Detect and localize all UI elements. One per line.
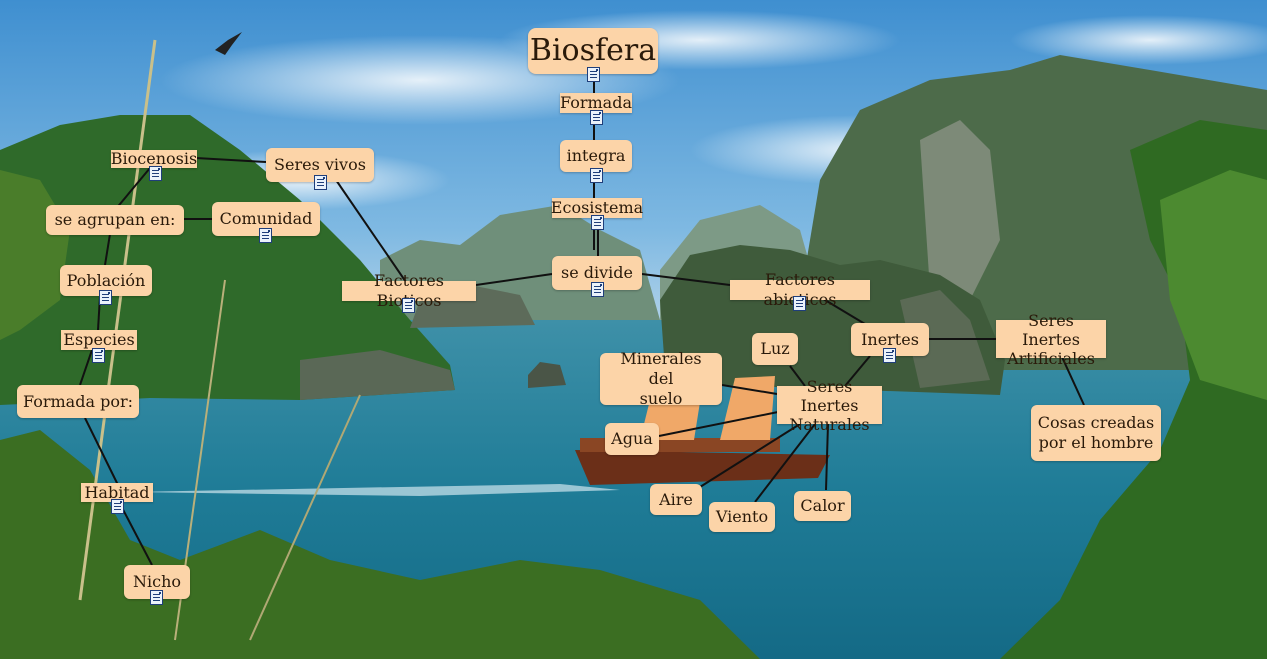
connector-formadapor-habitad — [84, 417, 119, 486]
node-label: Habitad — [84, 482, 150, 502]
connector-naturales-luz — [789, 365, 806, 387]
concept-node-biocenosis[interactable]: Biocenosis — [110, 149, 198, 168]
connector-naturales-viento — [754, 423, 816, 503]
node-label: Agua — [611, 429, 653, 448]
linking-phrase-formada-por[interactable]: Formada por: — [17, 385, 139, 418]
node-label: Formada por: — [23, 391, 133, 411]
connector-biocenosis-agrupan — [114, 167, 151, 211]
document-icon[interactable] — [793, 296, 806, 311]
document-icon[interactable] — [591, 282, 604, 297]
node-label: Biocenosis — [110, 149, 198, 168]
connector-naturales-calor — [825, 423, 829, 491]
concept-node-viento[interactable]: Viento — [709, 502, 775, 532]
node-label: Inertes — [861, 329, 919, 349]
document-icon[interactable] — [149, 166, 162, 181]
document-icon[interactable] — [259, 228, 272, 243]
linking-phrase-formada[interactable]: Formada — [560, 93, 632, 113]
connector-divide-abioticos — [641, 273, 731, 286]
document-icon[interactable] — [587, 67, 600, 82]
concept-node-habitad[interactable]: Habitad — [81, 483, 153, 502]
concept-node-luz[interactable]: Luz — [752, 333, 798, 365]
node-label: Ecosistema — [550, 198, 644, 217]
node-label: Seres vivos — [274, 155, 366, 174]
document-icon[interactable] — [883, 348, 896, 363]
document-icon[interactable] — [314, 175, 327, 190]
node-label: se agrupan en: — [54, 210, 176, 229]
concept-node-minerales-del-suelo[interactable]: Minerales del suelo — [600, 349, 722, 408]
node-label: Formada — [560, 93, 632, 112]
concept-node-aire[interactable]: Aire — [650, 484, 702, 515]
connector-bioticos-seresvivos — [335, 179, 409, 286]
concept-node-cosas-creadas[interactable]: Cosas creadas por el hombre — [1031, 405, 1161, 461]
document-icon[interactable] — [111, 499, 124, 514]
concept-node-calor[interactable]: Calor — [794, 491, 851, 521]
node-label: Seres Inertes Artificiales — [1007, 310, 1095, 368]
concept-node-factores-bioticos[interactable]: Factores Bioticos — [342, 271, 476, 310]
node-label: Aire — [659, 489, 693, 509]
concept-node-seres-inertes-artificiales[interactable]: Seres Inertes Artificiales — [996, 311, 1106, 368]
node-label: Seres Inertes Naturales — [789, 376, 870, 434]
node-label: Factores abioticos — [764, 270, 837, 309]
node-label: Nicho — [132, 572, 181, 591]
concept-node-ecosistema[interactable]: Ecosistema — [550, 198, 644, 218]
concept-node-especies[interactable]: Especies — [61, 330, 137, 350]
node-label: Calor — [800, 496, 845, 515]
document-icon[interactable] — [150, 590, 163, 605]
concept-node-biosfera[interactable]: Biosfera — [528, 28, 658, 74]
node-label: Especies — [63, 330, 135, 349]
document-icon[interactable] — [590, 110, 603, 125]
concept-node-seres-vivos[interactable]: Seres vivos — [266, 148, 374, 182]
concept-node-agua[interactable]: Agua — [605, 423, 659, 455]
node-label: se divide — [561, 263, 633, 282]
document-icon[interactable] — [590, 168, 603, 183]
document-icon[interactable] — [591, 215, 604, 230]
linking-phrase-integra[interactable]: integra — [560, 140, 632, 172]
connector-seresvivos-biocenosis — [195, 157, 267, 163]
connector-artificiales-cosas — [1061, 356, 1085, 406]
node-label: Comunidad — [219, 209, 313, 228]
concept-node-comunidad[interactable]: Comunidad — [212, 202, 320, 236]
node-label: Luz — [760, 339, 790, 358]
connector-abioticos-inertes — [819, 296, 866, 325]
connector-naturales-agua — [658, 411, 779, 437]
node-label: Minerales del suelo — [620, 349, 702, 408]
document-icon[interactable] — [99, 290, 112, 305]
document-icon[interactable] — [92, 348, 105, 363]
connector-agrupan-poblacion — [104, 233, 111, 266]
concept-node-factores-abioticos[interactable]: Factores abioticos — [730, 270, 870, 309]
connector-inertes-naturales — [844, 355, 871, 387]
connector-divide-bioticos — [475, 273, 553, 286]
concept-node-seres-inertes-naturales[interactable]: Seres Inertes Naturales — [777, 377, 882, 434]
node-label: integra — [566, 146, 626, 165]
connector-especies-formadapor — [79, 349, 93, 386]
connector-naturales-aire — [699, 423, 801, 488]
node-label: Biosfera — [529, 33, 657, 68]
node-label: Población — [66, 270, 146, 290]
concept-node-inertes[interactable]: Inertes — [851, 323, 929, 356]
node-label: Viento — [715, 507, 769, 526]
connector-naturales-minerales — [721, 384, 778, 395]
linking-phrase-se-agrupan[interactable]: se agrupan en: — [46, 205, 184, 235]
document-icon[interactable] — [402, 298, 415, 313]
node-label: Cosas creadas por el hombre — [1037, 413, 1155, 452]
